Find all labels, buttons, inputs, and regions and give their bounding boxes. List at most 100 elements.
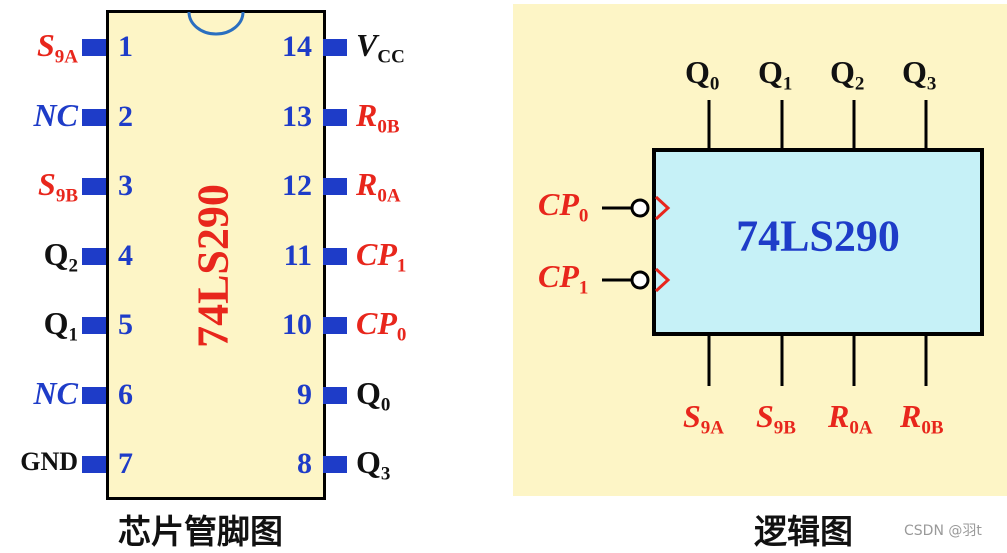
pin-3-label-text: S: [38, 166, 56, 202]
input-r0a-label: R0A: [828, 396, 873, 449]
input-r0b-label: R0B: [900, 396, 944, 449]
pin-8-label-subscript: 3: [380, 463, 391, 485]
output-q1-label-text: Q: [758, 54, 783, 90]
pin-3-number: 3: [118, 169, 133, 202]
pin-2-label: NC: [0, 95, 78, 135]
pin-8-label: Q3: [356, 442, 390, 495]
pin-9-label-text: Q: [356, 374, 381, 411]
clock-cp0-edge-triangle-icon: [654, 195, 671, 221]
pin-11-lead: [323, 247, 347, 265]
pin-3-label-subscript: 9B: [55, 185, 78, 207]
input-s9a-label-subscript: 9A: [700, 417, 725, 439]
output-q2-label-subscript: 2: [854, 73, 865, 95]
logic-chip-name-label: 74LS290: [736, 211, 900, 261]
pin-2-number: 2: [118, 99, 133, 133]
pin-5-label-text: Q: [43, 305, 69, 341]
pin-14-number: 14: [282, 30, 312, 63]
logic-caption: 逻辑图: [754, 512, 853, 551]
pin-1-number: 1: [118, 30, 133, 63]
pin-8-lead: [323, 456, 347, 473]
input-r0a-label-subscript: 0A: [849, 417, 873, 439]
watermark: CSDN @羽t: [904, 523, 982, 539]
input-r0b-label-text: R: [900, 398, 922, 434]
pin-1-label-subscript: 9A: [54, 46, 78, 68]
pin-9-label-subscript: 0: [380, 394, 391, 416]
pin-2-label-text: NC: [33, 96, 78, 133]
pin-13-label-subscript: 0B: [377, 116, 400, 138]
pin-14-label-text: V: [356, 27, 378, 63]
chip-notch-icon: [187, 11, 245, 36]
pin-12-label-text: R: [356, 166, 378, 202]
pin-7-number: 7: [118, 447, 133, 480]
output-q3-label-subscript: 3: [926, 73, 937, 95]
pin-2-lead: [82, 108, 106, 126]
output-q0-label-subscript: 0: [709, 73, 720, 95]
pin-5-lead: [82, 317, 106, 334]
pin-14-lead: [323, 39, 347, 56]
pin-9-number: 9: [297, 377, 312, 411]
output-q3-label: Q3: [902, 52, 936, 105]
pin-3-label: S9B: [0, 164, 78, 217]
pin-5-label-subscript: 1: [68, 324, 79, 346]
clock-cp1-inversion-bubble: [630, 270, 650, 290]
pin-13-label: R0B: [356, 95, 400, 148]
pin-6-label: NC: [0, 373, 78, 413]
clock-cp1-label: CP1: [538, 256, 588, 309]
pin-10-label: CP0: [356, 303, 406, 356]
output-q1-label-subscript: 1: [782, 73, 793, 95]
clock-cp1-label-text: CP: [538, 258, 579, 294]
input-r0a-label-text: R: [828, 398, 850, 434]
output-q0-label: Q0: [685, 52, 719, 105]
pin-6-number: 6: [118, 377, 133, 411]
chip-body: [106, 10, 326, 500]
pin-10-number: 10: [282, 308, 312, 341]
pin-6-label-text: NC: [33, 374, 78, 411]
pin-4-label-subscript: 2: [68, 255, 79, 277]
input-s9b-label-text: S: [756, 398, 774, 434]
input-r0b-label-subscript: 0B: [921, 417, 944, 439]
pin-1-label: S9A: [0, 25, 78, 78]
output-q0-label-text: Q: [685, 54, 710, 90]
input-s9a-label: S9A: [683, 396, 724, 449]
pin-7-label: GND: [0, 442, 78, 482]
pin-4-label-text: Q: [43, 235, 69, 272]
pin-10-label-text: CP: [356, 305, 397, 341]
input-s9b-label: S9B: [756, 396, 796, 449]
pin-12-number: 12: [282, 169, 312, 202]
pin-5-label: Q1: [0, 303, 78, 356]
pinout-caption: 芯片管脚图: [118, 512, 283, 551]
pin-4-label: Q2: [0, 234, 78, 287]
clock-cp0-label-text: CP: [538, 186, 579, 222]
pin-12-lead: [323, 178, 347, 195]
pin-11-label-text: CP: [356, 235, 397, 272]
clock-cp1-label-subscript: 1: [578, 277, 589, 299]
pin-12-label: R0A: [356, 164, 401, 217]
clock-cp0-label: CP0: [538, 184, 588, 237]
pin-5-number: 5: [118, 308, 133, 341]
pin-14-label: VCC: [356, 25, 405, 78]
pin-7-lead: [82, 456, 106, 473]
output-q2-label: Q2: [830, 52, 864, 105]
output-q2-label-text: Q: [830, 54, 855, 90]
pin-10-lead: [323, 317, 347, 334]
clock-cp1-edge-triangle-icon: [654, 267, 671, 293]
output-q1-label: Q1: [758, 52, 792, 105]
logic-block-box: [652, 148, 984, 336]
output-q3-label-text: Q: [902, 54, 927, 90]
pin-1-lead: [82, 39, 106, 56]
pin-10-label-subscript: 0: [396, 324, 407, 346]
pin-1-label-text: S: [36, 27, 55, 63]
pin-8-label-text: Q: [356, 444, 381, 480]
pin-13-label-text: R: [356, 96, 378, 133]
input-s9b-label-subscript: 9B: [773, 417, 796, 439]
pin-9-lead: [323, 386, 347, 404]
pin-7-label-text: GND: [20, 447, 78, 476]
pin-11-label: CP1: [356, 234, 406, 287]
pin-4-number: 4: [118, 238, 133, 272]
pin-3-lead: [82, 178, 106, 195]
pin-6-lead: [82, 386, 106, 404]
clock-cp0-inversion-bubble: [630, 198, 650, 218]
pin-13-lead: [323, 108, 347, 126]
pin-8-number: 8: [297, 447, 312, 480]
